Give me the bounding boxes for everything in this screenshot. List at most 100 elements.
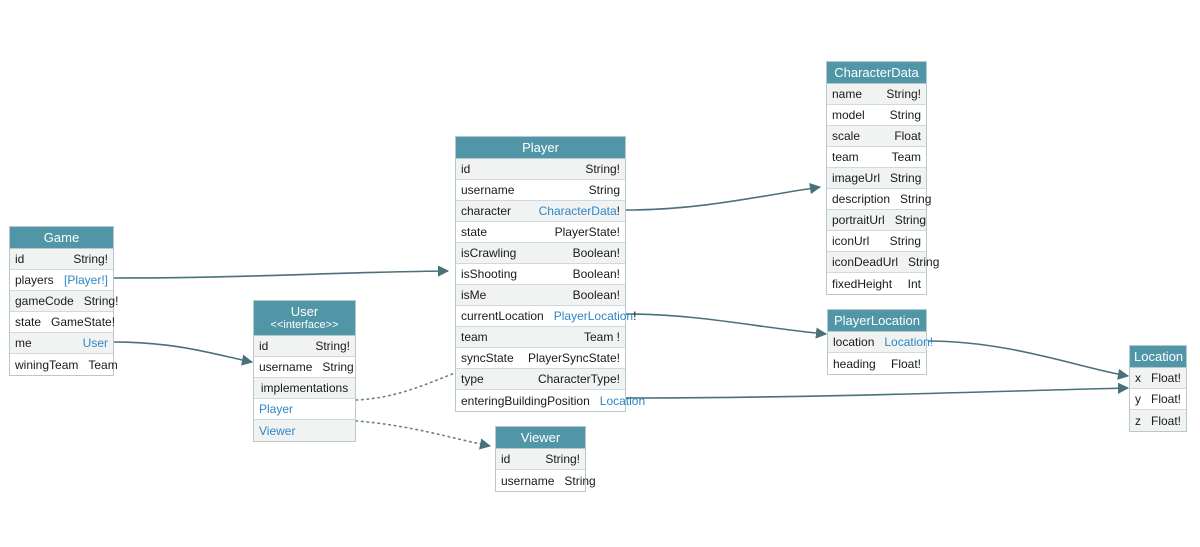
field-type: String [889,108,921,122]
entity-viewer[interactable]: Viewer id String! username String [495,426,596,492]
table-row[interactable]: location Location! [828,332,933,353]
entity-characterdata[interactable]: CharacterData name String! model String … [826,61,939,295]
field-name: description [832,192,891,206]
field-type: Boolean! [572,267,620,281]
table-row[interactable]: name String! [827,84,926,105]
edge-user-implements-player [355,366,470,401]
edge-game-me-to-user [113,341,254,366]
edge-player-character-to-characterdata [625,182,822,211]
field-type[interactable]: [Player!] [63,273,108,287]
table-row[interactable]: id String! [254,336,355,357]
table-row[interactable]: fixedHeight Int [827,273,926,294]
table-row[interactable]: team Team [827,147,926,168]
entity-user-name: User [290,304,319,319]
entity-player[interactable]: Player id String! username String charac… [455,136,645,412]
table-row[interactable]: state GameState! [10,312,116,333]
entity-location-title: Location [1130,346,1186,368]
table-row[interactable]: iconDeadUrl String [827,252,939,273]
table-row[interactable]: id String! [10,249,113,270]
table-row[interactable]: winingTeam Team [10,354,118,375]
table-row[interactable]: description String [827,189,931,210]
table-row[interactable]: scale Float [827,126,926,147]
table-row[interactable]: team Team ! [456,327,625,348]
table-row[interactable]: y Float! [1130,389,1186,410]
field-name: me [15,336,32,350]
field-type-nonnull: ! [616,204,620,218]
table-row[interactable]: x Float! [1130,368,1186,389]
field-name: players [15,273,54,287]
field-type[interactable]: CharacterData [538,204,617,218]
entity-location[interactable]: Location x Float! y Float! z Float! [1129,345,1187,432]
field-type: String! [886,87,921,101]
table-row[interactable]: imageUrl String [827,168,926,189]
field-name: team [461,330,488,344]
field-name: character [461,204,512,218]
field-type: Team [88,357,118,372]
field-type[interactable]: User [82,336,108,350]
implementations-label: implementations [260,381,349,395]
table-row[interactable]: username String [254,357,355,378]
field-type: Float! [1151,413,1182,428]
field-type-nonnull: ! [929,335,934,349]
field-name: y [1135,392,1141,406]
entity-game[interactable]: Game id String! players [Player!] gameCo… [9,226,118,376]
table-row[interactable]: isMe Boolean! [456,285,625,306]
field-type[interactable]: Location [884,335,930,349]
field-type: Float [894,129,921,143]
field-type-group[interactable]: PlayerLocation! [554,306,637,326]
table-row[interactable]: players [Player!] [10,270,113,291]
field-name: name [832,87,863,101]
entity-game-title: Game [10,227,113,249]
list-item[interactable]: Viewer [254,420,355,441]
entity-playerlocation-title: PlayerLocation [828,310,926,332]
table-row[interactable]: id String! [496,449,585,470]
field-type: Boolean! [572,288,620,302]
field-type: String [908,255,940,269]
field-name: username [461,183,515,197]
edge-playerlocation-location-to-location [927,340,1130,380]
field-type-group[interactable]: Location! [884,332,933,352]
field-type: GameState! [51,315,116,329]
field-type[interactable]: PlayerLocation [553,309,634,323]
table-row[interactable]: type CharacterType! [456,369,625,390]
list-item[interactable]: Player [254,399,355,420]
field-type: String [588,183,620,197]
entity-user[interactable]: User <<interface>> id String! username S… [253,300,356,442]
field-type: String [900,192,932,206]
table-row[interactable]: model String [827,105,926,126]
table-row[interactable]: me User [10,333,113,354]
field-name: iconDeadUrl [832,255,899,269]
table-row[interactable]: iconUrl String [827,231,926,252]
table-row[interactable]: gameCode String! [10,291,118,312]
table-row[interactable]: currentLocation PlayerLocation! [456,306,636,327]
field-name: isCrawling [461,246,517,260]
table-row[interactable]: z Float! [1130,410,1186,431]
table-row[interactable]: syncState PlayerSyncState! [456,348,625,369]
field-type: Team ! [583,330,620,344]
table-row[interactable]: id String! [456,159,625,180]
table-row[interactable]: enteringBuildingPosition Location [456,390,645,411]
table-row[interactable]: state PlayerState! [456,222,625,243]
entity-playerlocation[interactable]: PlayerLocation location Location! headin… [827,309,933,375]
field-type: String! [585,162,620,176]
field-type-group[interactable]: CharacterData! [539,201,620,221]
table-row[interactable]: username String [496,470,596,491]
table-row[interactable]: isShooting Boolean! [456,264,625,285]
field-name: fixedHeight [832,276,893,291]
field-name: iconUrl [832,234,870,248]
table-row[interactable]: heading Float! [828,353,926,374]
edge-player-enteringbuildingposition-to-location [625,382,1130,399]
field-type: String [894,213,927,227]
field-type: PlayerState! [554,225,620,239]
table-row[interactable]: isCrawling Boolean! [456,243,625,264]
implementation-player[interactable]: Player [259,402,294,416]
table-row[interactable]: portraitUrl String [827,210,926,231]
table-row[interactable]: username String [456,180,625,201]
implementation-viewer[interactable]: Viewer [259,423,296,438]
field-name: currentLocation [461,309,544,323]
field-type[interactable]: Location [599,393,646,408]
table-row[interactable]: character CharacterData! [456,201,625,222]
field-type: String! [545,452,580,466]
field-name: enteringBuildingPosition [461,393,590,408]
